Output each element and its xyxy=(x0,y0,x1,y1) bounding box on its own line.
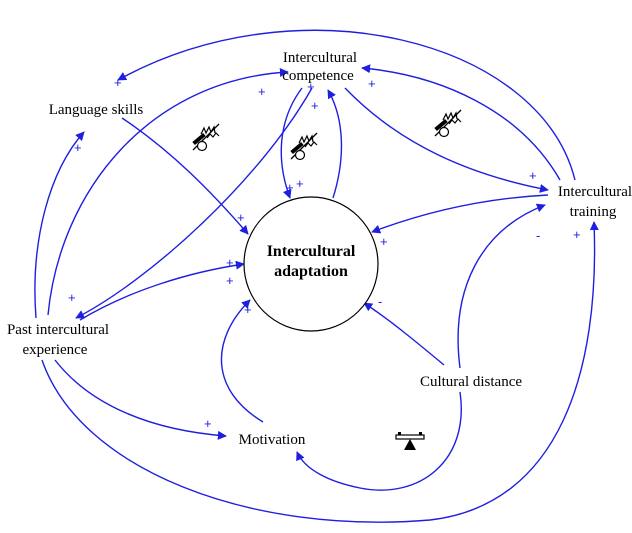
past-experience-label-line2: experience xyxy=(23,342,88,358)
adaptation-circle xyxy=(243,196,379,332)
polarity-plus: + xyxy=(204,416,212,431)
causal-links xyxy=(34,29,599,523)
node-cultural-distance: Cultural distance xyxy=(420,374,522,390)
delay-icon xyxy=(434,109,462,138)
motivation-label: Motivation xyxy=(239,432,306,448)
polarity-plus: + xyxy=(380,234,388,249)
polarity-minus: - xyxy=(378,294,382,309)
node-motivation: Motivation xyxy=(239,432,306,448)
past-experience-label-line1: Past intercultural xyxy=(7,322,109,338)
link-cultural-distance-to-motivation xyxy=(296,391,462,491)
polarity-plus: + xyxy=(311,98,319,113)
training-label-line2: training xyxy=(570,204,617,220)
link-past-experience-to-competence xyxy=(47,67,289,316)
link-training-to-competence xyxy=(361,64,561,181)
link-cultural-distance-to-training xyxy=(457,203,546,369)
polarity-plus: + xyxy=(226,273,234,288)
link-competence-to-training xyxy=(344,87,549,193)
delay-icon xyxy=(290,132,318,161)
link-training-to-adaptation xyxy=(371,194,549,234)
link-competence-to-past-experience xyxy=(75,87,313,319)
adaptation-label-line2: adaptation xyxy=(274,263,348,280)
link-past-experience-to-language-skills xyxy=(34,131,85,319)
adaptation-label-line1: Intercultural xyxy=(267,243,356,260)
competence-label-line1: Intercultural xyxy=(283,50,357,66)
link-language-skills-to-adaptation xyxy=(121,117,249,235)
polarity-signs: + + + + + + + + + + + - + + + + - + + xyxy=(68,75,581,431)
cultural-distance-label: Cultural distance xyxy=(420,374,522,390)
polarity-plus: + xyxy=(529,168,537,183)
link-adaptation-to-competence xyxy=(327,89,343,199)
node-intercultural-adaptation: Intercultural adaptation xyxy=(243,196,379,332)
polarity-plus: + xyxy=(244,302,252,317)
polarity-plus: + xyxy=(258,84,266,99)
node-intercultural-training: Intercultural training xyxy=(558,184,632,220)
polarity-plus: + xyxy=(286,180,294,195)
node-language-skills: Language skills xyxy=(49,102,144,118)
balance-icon xyxy=(395,432,425,450)
competence-label-line2: competence xyxy=(282,68,354,84)
link-cultural-distance-to-adaptation xyxy=(363,302,445,366)
polarity-minus: - xyxy=(536,228,540,243)
link-motivation-to-adaptation xyxy=(220,299,264,423)
node-past-intercultural-experience: Past intercultural experience xyxy=(7,322,109,358)
node-intercultural-competence: Intercultural competence xyxy=(282,50,357,84)
delay-icon xyxy=(192,123,220,152)
polarity-plus: + xyxy=(296,176,304,191)
link-competence-to-adaptation xyxy=(280,87,303,199)
polarity-plus: + xyxy=(114,75,122,90)
polarity-plus: + xyxy=(68,290,76,305)
language-skills-label: Language skills xyxy=(49,102,144,118)
polarity-plus: + xyxy=(237,210,245,225)
polarity-plus: + xyxy=(226,255,234,270)
polarity-plus: + xyxy=(368,76,376,91)
training-label-line1: Intercultural xyxy=(558,184,632,200)
polarity-plus: + xyxy=(74,140,82,155)
link-past-experience-to-training xyxy=(41,221,599,523)
link-past-experience-to-adaptation xyxy=(79,260,245,321)
polarity-plus: + xyxy=(307,79,315,94)
link-past-experience-to-motivation xyxy=(54,359,227,440)
polarity-plus: + xyxy=(573,227,581,242)
link-training-to-language-skills xyxy=(117,29,576,181)
